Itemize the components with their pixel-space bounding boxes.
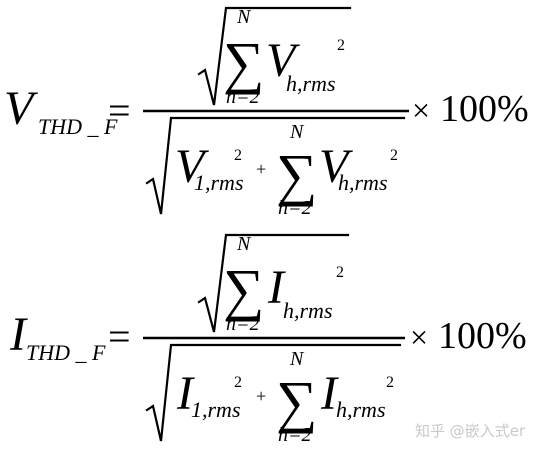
denominator-term-subscript: h,rms [336,397,386,422]
formula-current-thd: I THD _ F = N ∑ h=2 I h,rms 2 I 1,rms 2 … [9,233,527,446]
percent-value: 100% [440,88,529,130]
term-subscript: h,rms [286,71,336,96]
denominator-term-exponent: 2 [390,147,398,164]
first-term-subscript: 1,rms [191,397,241,422]
plus-sign: + [256,159,266,179]
numerator-radical [197,233,350,333]
denominator-radical [145,343,402,442]
denominator-sum-upper: N [289,348,305,370]
denominator-term-exponent: 2 [386,374,394,391]
percent-value: 100% [438,315,527,357]
sum-lower-limit: h=2 [226,313,260,335]
denominator-sum-lower: h=2 [278,197,312,219]
denominator-term-subscript: h,rms [338,170,388,195]
times-sign: × [412,92,430,128]
watermark: 知乎 @嵌入式er [415,422,526,440]
term-exponent: 2 [336,264,344,281]
formula-voltage-thd: V THD _ F = N ∑ h=2 V h,rms 2 V 1,rms 2 … [4,6,529,219]
lhs-subscript: THD _ F [38,114,118,139]
term-symbol: I [267,261,286,314]
sum-symbol: ∑ [223,30,264,95]
numerator-radical [197,6,352,106]
first-term-exponent: 2 [234,374,242,391]
equals-sign: = [108,314,131,359]
plus-sign: + [256,386,266,406]
denominator-term-symbol: V [319,140,353,193]
first-term-exponent: 2 [234,147,242,164]
first-term-symbol: I [176,367,195,420]
first-term-subscript: 1,rms [194,170,244,195]
denominator-sum-symbol: ∑ [276,369,317,434]
lhs-symbol: V [4,82,38,135]
lhs-symbol: I [9,308,28,361]
sum-upper-limit: N [236,6,252,28]
first-term-symbol: V [175,140,209,193]
term-subscript: h,rms [283,298,333,323]
sum-upper-limit: N [236,233,252,255]
denominator-sum-symbol: ∑ [276,142,317,207]
times-sign: × [410,319,428,355]
denominator-sum-upper: N [289,121,305,143]
denominator-sum-lower: h=2 [278,424,312,446]
lhs-subscript: THD _ F [26,340,106,365]
denominator-radical [145,116,406,215]
sum-lower-limit: h=2 [226,86,260,108]
term-symbol: V [266,34,300,87]
term-exponent: 2 [337,37,345,54]
equals-sign: = [108,88,131,133]
sum-symbol: ∑ [223,257,264,322]
denominator-term-symbol: I [320,367,339,420]
